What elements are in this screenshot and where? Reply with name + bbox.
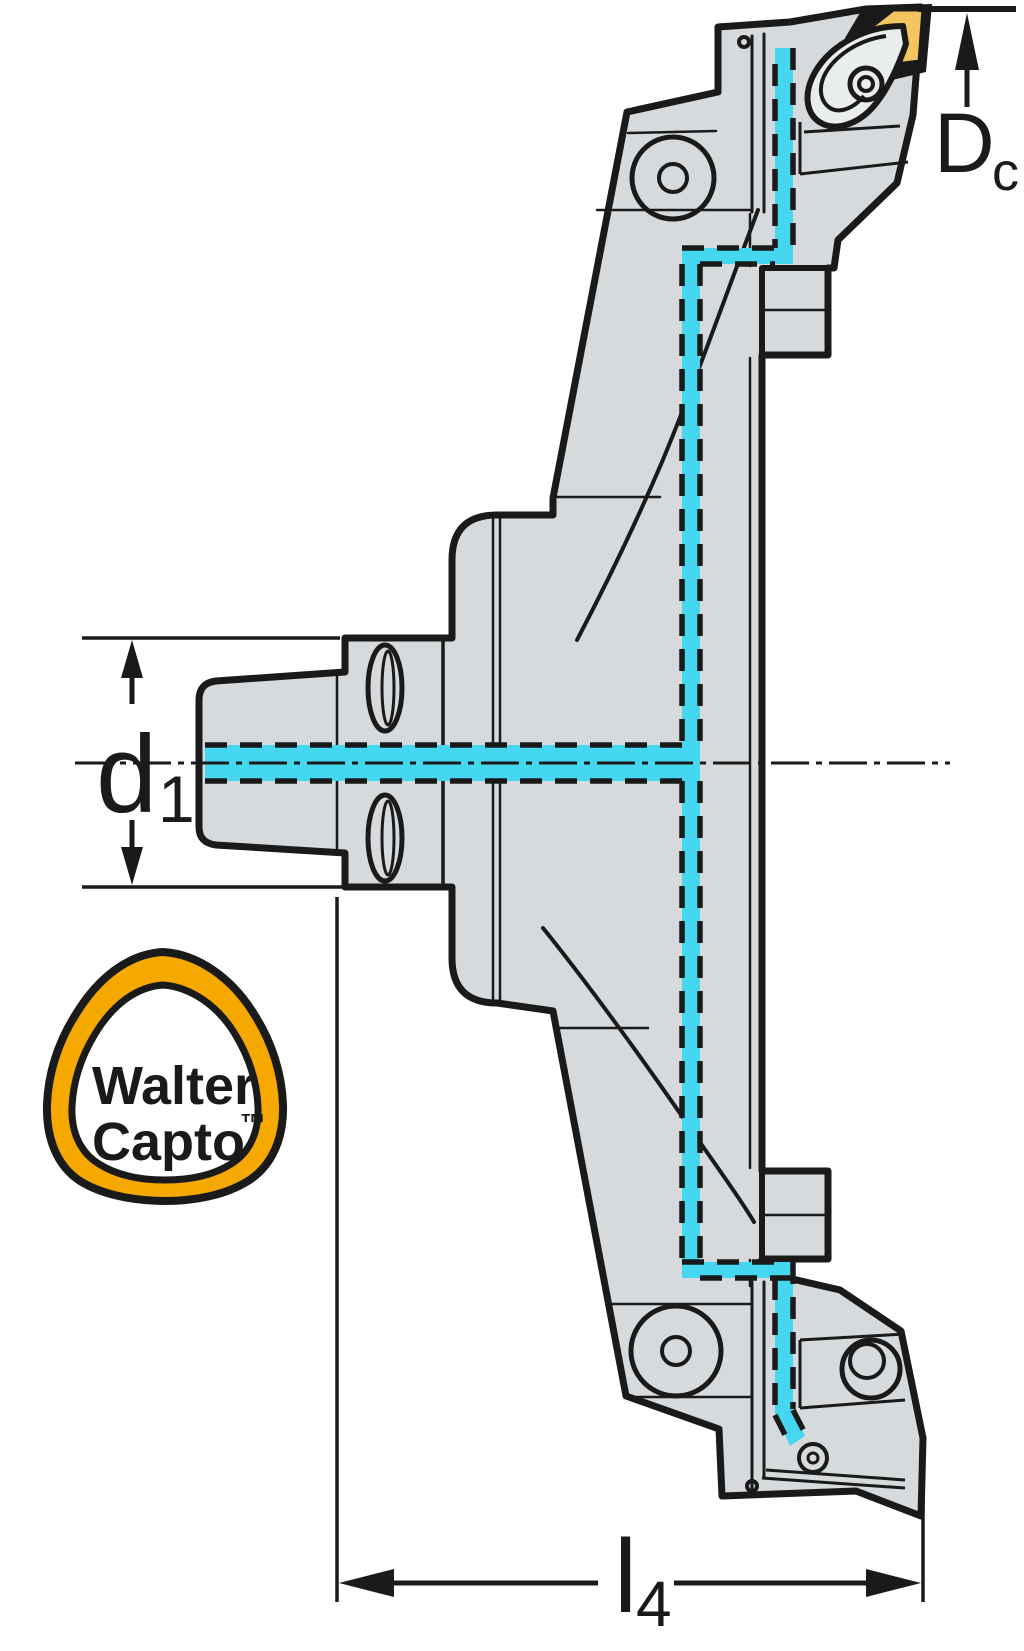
logo-trademark: ™ — [240, 1108, 266, 1138]
bottom-cutting-unit — [761, 1332, 906, 1490]
d1-arrowhead-down — [121, 847, 143, 885]
bottom-cartridge-screw-inner — [848, 1342, 886, 1380]
logo-text-line1: Walter — [92, 1056, 255, 1116]
top-cartridge-lines — [798, 122, 909, 176]
bottom-small-screw-inner — [806, 1451, 820, 1465]
cone-lower-transition-curve — [541, 926, 756, 1224]
lower-boss-hole — [660, 1335, 692, 1367]
dimension-dc: D c — [918, 6, 1019, 202]
cone-upper-transition-curve — [575, 208, 760, 642]
flange-slots — [365, 642, 405, 884]
cartridge-line — [765, 1468, 906, 1482]
clamp-screw-outer — [847, 65, 885, 103]
dc-arrowhead — [955, 13, 979, 70]
upper-boss-circle — [629, 134, 717, 222]
l4-label-sub: 4 — [636, 1568, 672, 1640]
bolt-bosses — [628, 35, 759, 1493]
cartridge-line — [799, 160, 909, 176]
lower-boss-circle — [628, 1303, 724, 1399]
d1-arrowhead-up — [121, 640, 143, 678]
dimension-l4: l 4 — [335, 897, 925, 1640]
coolant-upper-jog — [682, 248, 793, 264]
lower-pin-hole — [745, 1479, 759, 1493]
lower-tenon-block — [759, 1168, 831, 1262]
upper-pin-hole — [737, 35, 751, 49]
dimension-d1: d 1 — [82, 636, 352, 889]
flange-slot-upper — [365, 642, 405, 734]
clamp-screw-inner — [857, 75, 875, 93]
drive-tenons — [759, 265, 831, 1262]
dc-label-main: D — [934, 96, 995, 190]
cartridge-line — [803, 124, 901, 134]
logo-text-line2: Capto — [92, 1112, 245, 1172]
insert-clamp — [804, 23, 909, 130]
d1-label-sub: 1 — [158, 762, 195, 836]
cartridge-line — [799, 1398, 906, 1410]
d1-label-main: d — [96, 713, 157, 836]
flange-slot-lower-inner — [380, 799, 396, 877]
coolant-border — [772, 1413, 793, 1447]
logo-inner-face — [68, 981, 262, 1184]
l4-label-main: l — [614, 1519, 637, 1635]
coolant-channel-borders — [205, 48, 810, 1447]
coolant-lower-jog — [682, 1262, 793, 1278]
flange-slot-lower — [365, 792, 405, 884]
bottom-cartridge-lines — [761, 1332, 906, 1490]
coolant-upper-riser — [775, 48, 793, 260]
cartridge-line — [799, 1332, 906, 1342]
flange-slot-upper-inner — [380, 649, 396, 727]
walter-capto-logo: Walter Capto ™ — [42, 947, 288, 1206]
coolant-lower-riser — [775, 1270, 793, 1416]
top-cutting-unit — [798, 4, 932, 176]
l4-arrowhead-right — [866, 1569, 921, 1597]
upper-boss-hole — [657, 162, 689, 194]
l4-arrowhead-left — [339, 1569, 394, 1597]
bottom-small-screw-outer — [797, 1442, 829, 1474]
insert-clamp-inner-line — [818, 34, 887, 113]
coolant-border — [790, 1408, 810, 1439]
upper-tenon-block — [759, 265, 831, 358]
head-top-inner-line — [626, 129, 718, 135]
coolant-lower-outlet — [775, 1409, 805, 1446]
cartridge-line — [761, 1476, 906, 1490]
bottom-cartridge-screw-outer — [839, 1337, 903, 1401]
dc-label-sub: c — [992, 142, 1019, 202]
